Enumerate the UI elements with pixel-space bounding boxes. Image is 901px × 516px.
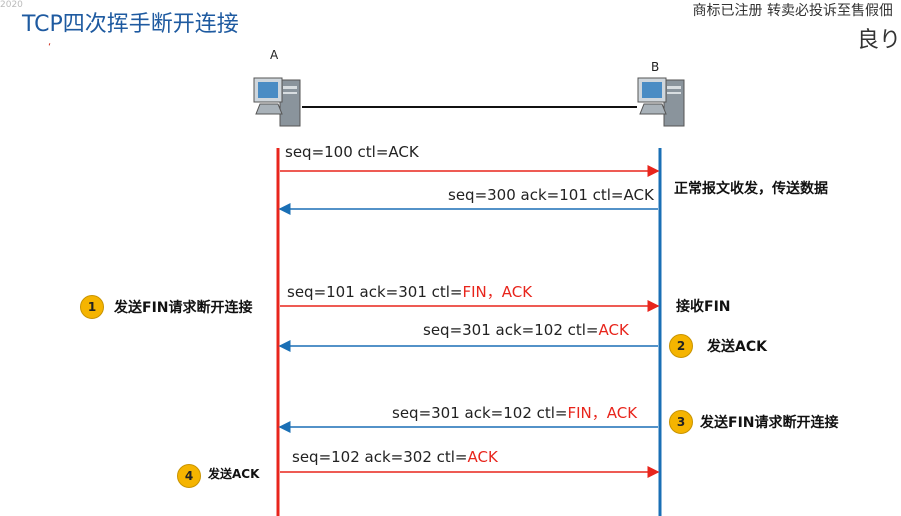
step-badge-4: 4 [177, 464, 201, 488]
message-text: seq=300 ack=101 ctl=ACK [448, 186, 654, 204]
red-mark: ‘ [48, 42, 52, 53]
message-4: seq=301 ack=102 ctl=ACK [423, 321, 629, 339]
message-text: seq=100 ctl=ACK [285, 143, 419, 161]
message-text: seq=102 ack=302 ctl= [292, 448, 468, 466]
step-badge-2: 2 [669, 334, 693, 358]
step-badge-3: 3 [669, 410, 693, 434]
note-b-receive-fin: 接收FIN [676, 299, 731, 315]
message-6: seq=102 ack=302 ctl=ACK [292, 448, 498, 466]
page-title: TCP四次挥手断开连接 [22, 12, 239, 37]
message-text: seq=101 ack=301 ctl= [287, 283, 463, 301]
message-highlight: FIN，ACK [567, 404, 638, 422]
message-2: seq=300 ack=101 ctl=ACK [448, 186, 654, 204]
watermark-top-right: 商标已注册 转卖必投诉至售假佃 [692, 3, 893, 19]
message-highlight: ACK [598, 321, 629, 339]
note-b-send-fin: 发送FIN请求断开连接 [700, 415, 839, 431]
watermark-top-left: 2020 [0, 0, 23, 10]
note-normal-transfer: 正常报文收发，传送数据 [674, 181, 828, 197]
note-a-send-fin: 发送FIN请求断开连接 [114, 300, 253, 316]
note-b-send-ack: 发送ACK [707, 339, 767, 355]
message-highlight: ACK [467, 448, 498, 466]
message-3: seq=101 ack=301 ctl=FIN，ACK [287, 281, 532, 302]
computer-icon [253, 77, 301, 127]
message-text: seq=301 ack=102 ctl= [392, 404, 568, 422]
message-highlight: FIN，ACK [462, 283, 533, 301]
step-badge-1: 1 [80, 295, 104, 319]
watermark-top-right-2: 良り [856, 28, 901, 53]
computer-icon [637, 77, 685, 127]
note-a-send-ack: 发送ACK [208, 467, 260, 481]
message-text: seq=301 ack=102 ctl= [423, 321, 599, 339]
message-1: seq=100 ctl=ACK [285, 143, 419, 161]
host-a-label: A [270, 48, 279, 62]
message-5: seq=301 ack=102 ctl=FIN，ACK [392, 402, 637, 423]
host-b-label: B [651, 60, 660, 74]
